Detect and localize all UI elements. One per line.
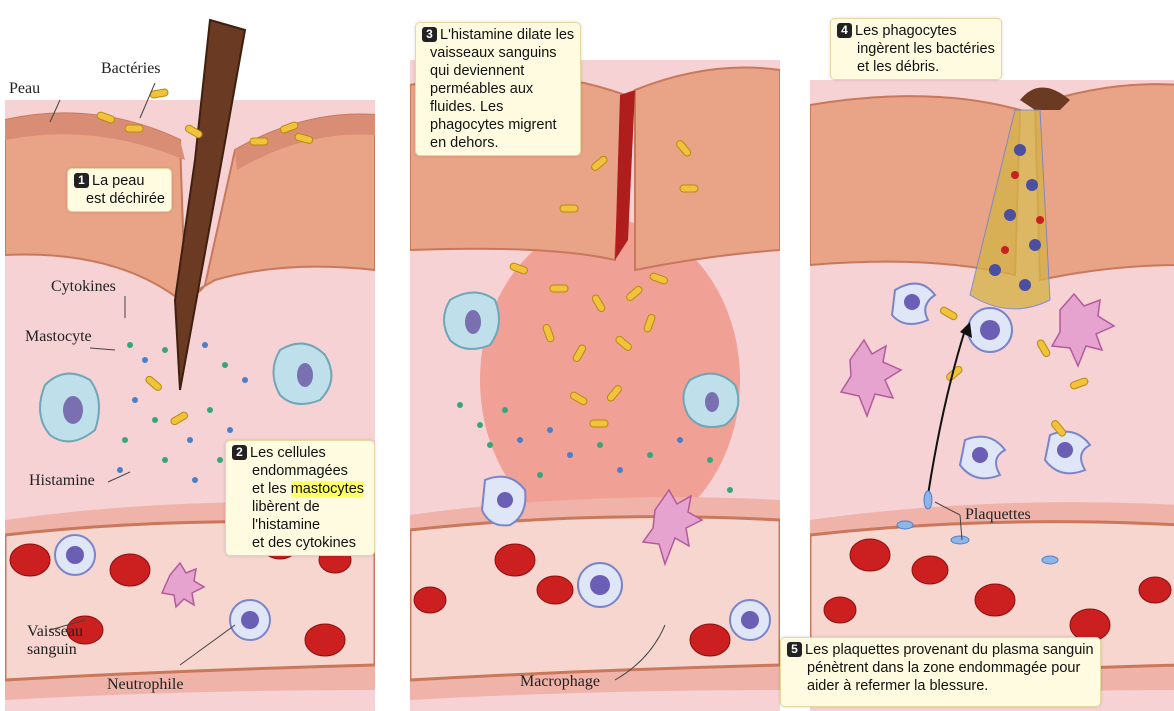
step3-number: 3	[422, 27, 437, 42]
step4-number: 4	[837, 23, 852, 38]
highlight-mastocytes: mastocytes	[291, 481, 364, 497]
panel3-illustration	[810, 0, 1174, 711]
label-histamine: Histamine	[29, 472, 95, 490]
epidermis-right	[635, 68, 780, 271]
epidermis-right	[1035, 84, 1174, 280]
label-cytokines: Cytokines	[51, 278, 116, 296]
panel-skin-torn: Peau Bactéries Cytokines Mastocyte Hista…	[5, 0, 375, 711]
mast-cell-nucleus-right	[297, 363, 313, 387]
label-mastocyte: Mastocyte	[25, 328, 92, 346]
label-plaquettes: Plaquettes	[965, 506, 1031, 524]
step1-number: 1	[74, 173, 89, 188]
label-bacteries: Bactéries	[101, 60, 161, 78]
panel1-illustration	[5, 0, 375, 711]
step2-number: 2	[232, 445, 247, 460]
label-peau: Peau	[9, 80, 40, 98]
label-vaisseau-sanguin: Vaisseau sanguin	[27, 623, 83, 659]
label-macrophage: Macrophage	[520, 673, 600, 691]
label-neutrophile: Neutrophile	[107, 676, 183, 694]
mast-cell-nucleus	[63, 396, 83, 424]
step5-number: 5	[787, 642, 802, 657]
